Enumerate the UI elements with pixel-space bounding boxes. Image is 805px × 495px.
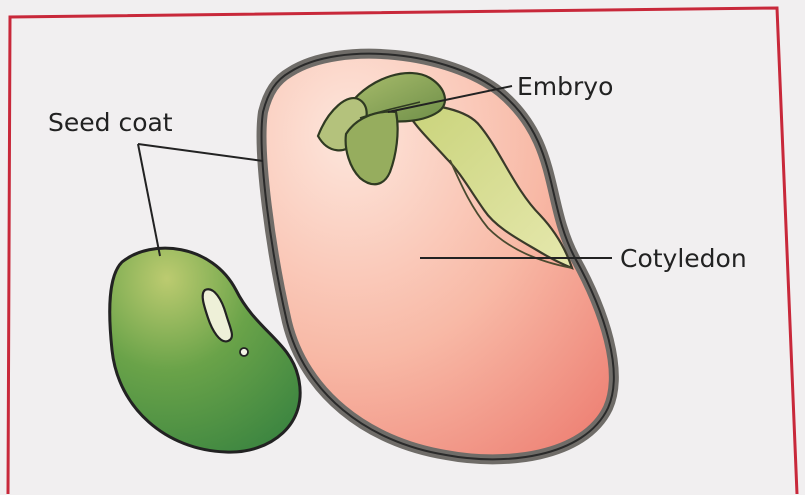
embryo-label: Embryo: [517, 72, 613, 101]
whole-seed-body: [110, 248, 300, 452]
seed-coat-label: Seed coat: [48, 108, 173, 137]
seed-coat-pointer-right: [138, 144, 263, 161]
whole-seed-micropyle: [240, 348, 248, 356]
halved-seed: [262, 54, 614, 460]
cotyledon-label: Cotyledon: [620, 244, 747, 273]
whole-seed: [110, 248, 300, 452]
seed-coat-pointer-left: [138, 144, 160, 256]
